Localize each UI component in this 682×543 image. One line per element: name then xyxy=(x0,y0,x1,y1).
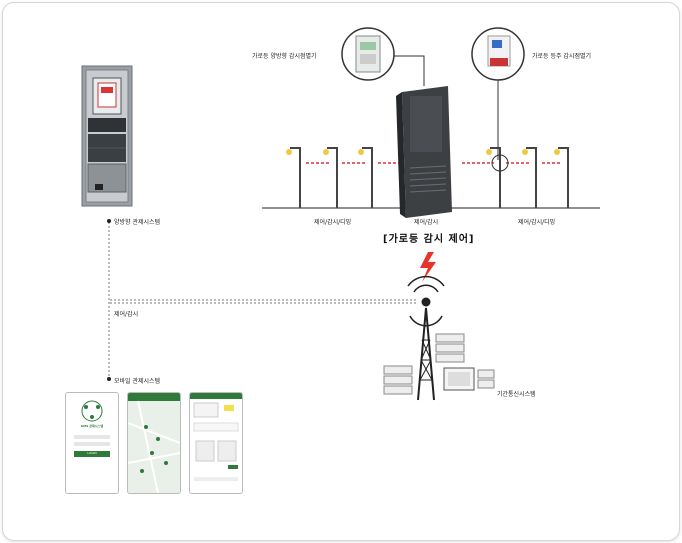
mobile-screen-login: SMS 관제시스템 LOGIN xyxy=(65,392,119,494)
street-lamps xyxy=(290,147,569,208)
phone-map-graphic xyxy=(128,393,180,493)
dir-monitor-device-label: 가로등 양방향 감시점멸기 xyxy=(252,53,317,60)
phone-login-button[interactable]: LOGIN xyxy=(87,451,97,455)
phone-detail-graphic xyxy=(190,393,242,481)
center-group-label: 제어/감시 xyxy=(414,219,439,226)
device-bubble-right xyxy=(471,27,525,172)
main-caption: [가로등 감시 제어] xyxy=(383,234,475,245)
control-system-label: 양방향 관제시스템 xyxy=(114,219,161,226)
phone-login-graphic xyxy=(74,400,110,457)
mobile-screen-detail xyxy=(189,392,243,494)
server-stack-icon xyxy=(383,333,495,395)
control-cabinet-icon xyxy=(396,86,452,218)
server-rack-icon xyxy=(81,65,133,207)
phone-title: SMS 관제시스템 xyxy=(80,424,104,428)
right-group-label: 제어/감시/디밍 xyxy=(518,219,556,226)
lamp-heads xyxy=(286,149,560,155)
device-bubble-left xyxy=(341,27,425,86)
pole-monitor-device-label: 가로등 등주 감시점멸기 xyxy=(532,53,592,60)
comm-system-label: 기간통신시스템 xyxy=(497,391,536,398)
telecom-tower-icon xyxy=(407,275,445,401)
lightning-icon xyxy=(420,252,436,282)
mobile-screen-map xyxy=(127,392,181,494)
link-label: 제어/감시 xyxy=(114,311,139,318)
left-group-label: 제어/감시/디밍 xyxy=(314,219,352,226)
link-lines xyxy=(108,222,418,380)
mobile-system-label: 모바일 관제시스템 xyxy=(114,378,161,385)
